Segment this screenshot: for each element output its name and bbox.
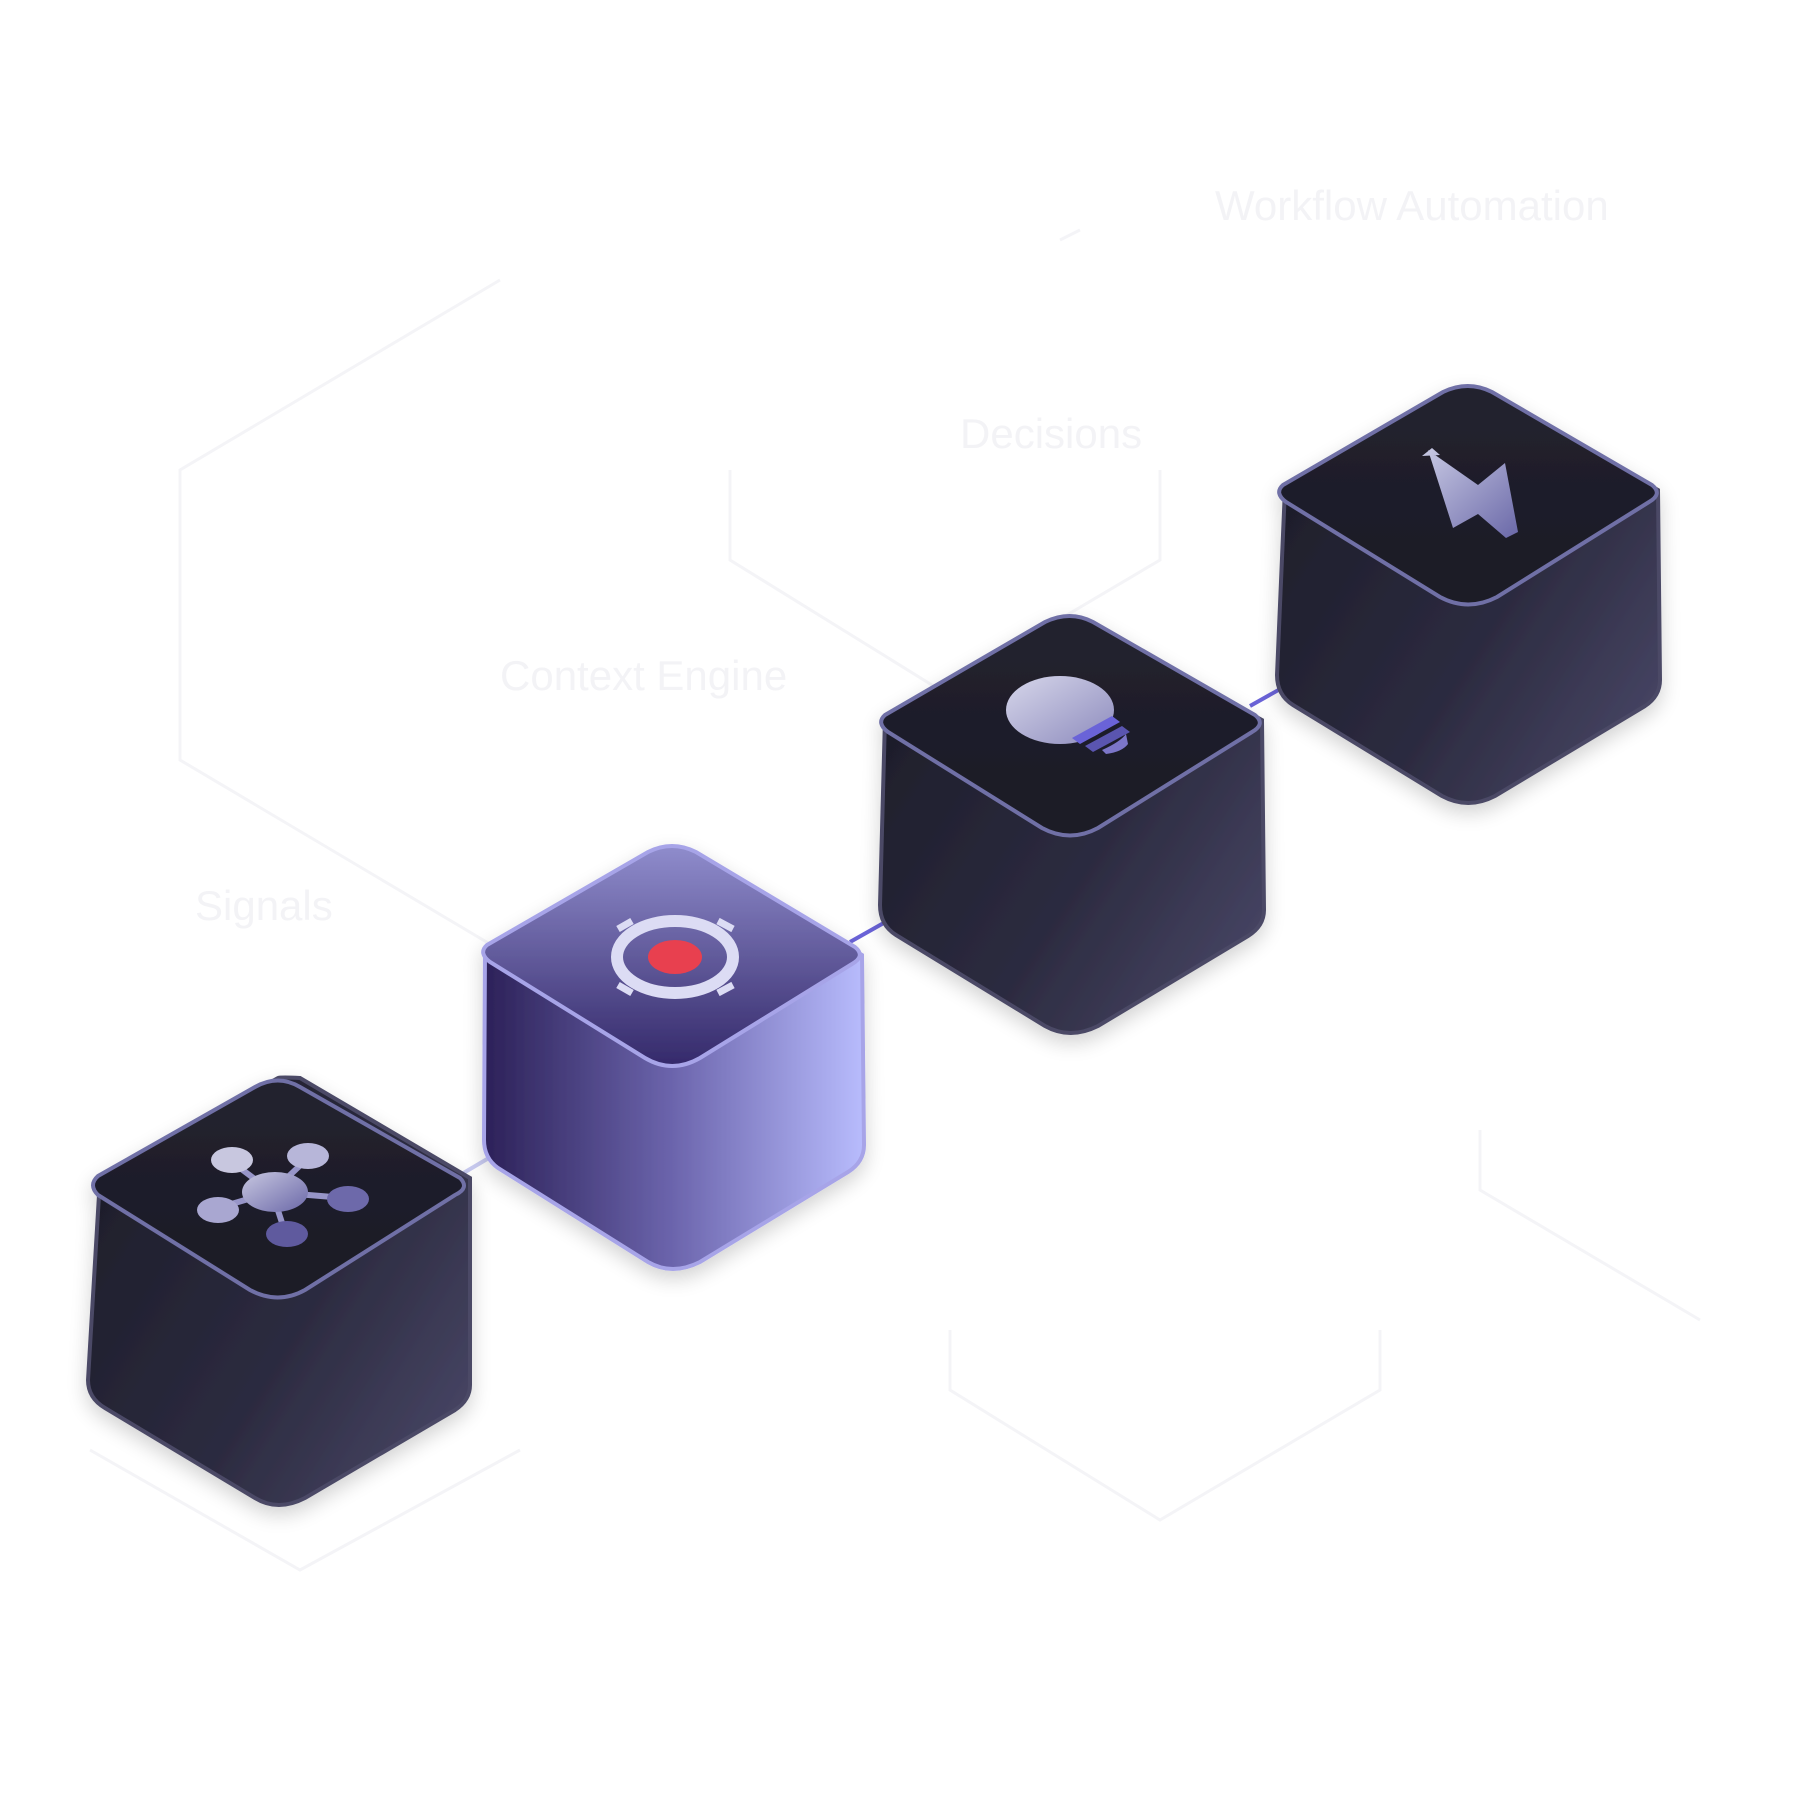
label-workflow-automation: Workflow Automation (1215, 182, 1609, 229)
target-icon (611, 915, 739, 999)
label-context-engine: Context Engine (500, 652, 787, 699)
label-signals: Signals (195, 882, 333, 929)
background-guides (89, 228, 1701, 1572)
lightning-bolt-icon (1422, 448, 1518, 538)
node-context-engine[interactable] (481, 844, 867, 1271)
label-decisions: Decisions (960, 410, 1142, 457)
node-workflow-automation[interactable] (1274, 384, 1663, 805)
node-decisions[interactable] (877, 614, 1267, 1035)
network-hub-icon (197, 1143, 369, 1247)
lightbulb-icon (1006, 676, 1130, 754)
node-signals[interactable] (85, 1075, 472, 1507)
